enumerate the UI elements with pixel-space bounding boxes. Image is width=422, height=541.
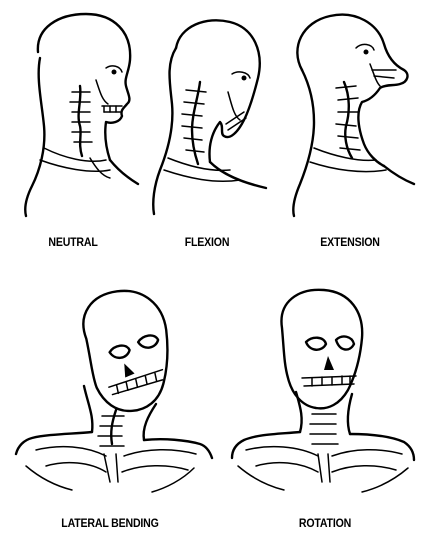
neutral-illustration [10, 8, 142, 218]
label-lateral-bending: LATERAL BENDING [36, 518, 183, 530]
label-flexion: FLEXION [156, 237, 257, 249]
extension-illustration [280, 8, 418, 218]
label-extension: EXTENSION [295, 237, 405, 249]
label-neutral: NEUTRAL [22, 237, 123, 249]
lateral-bending-illustration [6, 282, 214, 498]
flexion-illustration [140, 8, 272, 218]
label-rotation: ROTATION [274, 518, 375, 530]
rotation-illustration [228, 282, 418, 498]
